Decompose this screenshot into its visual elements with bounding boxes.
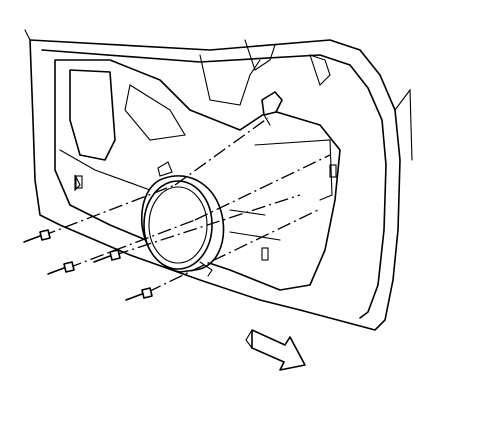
- speaker-cone: [143, 180, 213, 270]
- leader-line: [114, 194, 301, 256]
- screw: [47, 261, 75, 275]
- connector: [261, 91, 283, 126]
- inner-panel: [54, 39, 341, 291]
- speaker-tab: [157, 161, 173, 177]
- leader-line: [174, 117, 269, 186]
- panel-slot: [329, 164, 337, 178]
- leader-line: [194, 154, 331, 221]
- screw: [93, 249, 121, 263]
- fastener-leaders: [41, 117, 331, 293]
- panel-slot: [261, 247, 269, 261]
- direction-arrow-icon: [245, 329, 306, 371]
- panel-slot: [75, 175, 83, 189]
- leader-line: [67, 219, 196, 269]
- speaker: [140, 161, 225, 277]
- screw: [125, 287, 153, 301]
- leader-line: [147, 209, 319, 293]
- screw: [23, 229, 51, 243]
- door-frame: [24, 29, 413, 331]
